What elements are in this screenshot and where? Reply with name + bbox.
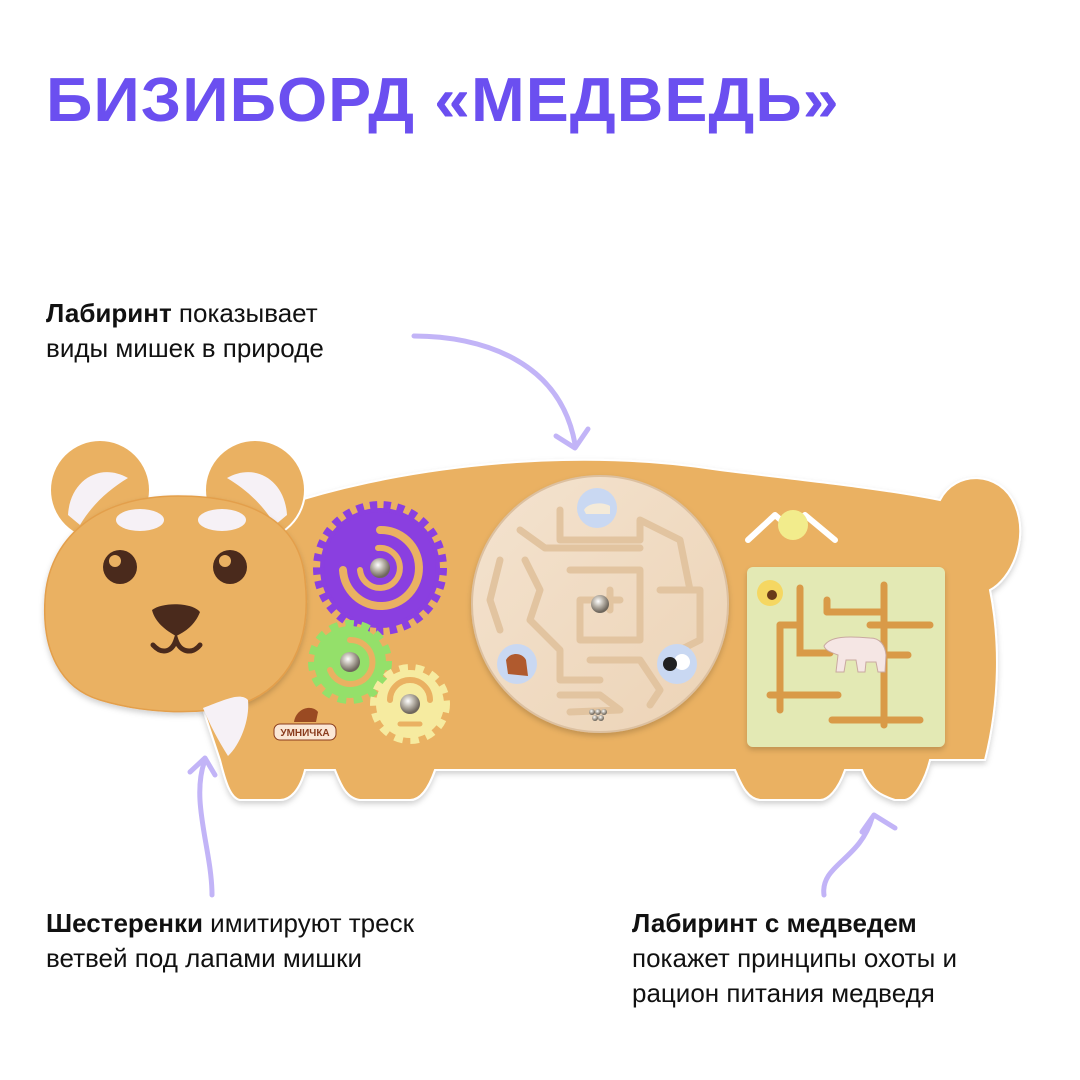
caption-bear-maze-text3: рацион питания медведя xyxy=(632,978,935,1008)
brand-logo: УМНИЧКА xyxy=(273,707,337,741)
polar-bear-figure[interactable] xyxy=(823,636,887,673)
left-eye xyxy=(103,550,137,584)
caption-bear-maze-text2: покажет принципы охоты и xyxy=(632,943,957,973)
metal-balls-icon xyxy=(589,709,607,721)
caption-gears-text1: имитируют треск xyxy=(202,908,414,938)
caption-round-maze: Лабиринт показывает виды мишек в природе xyxy=(46,296,324,366)
bear-head xyxy=(43,439,307,756)
left-eyebrow xyxy=(116,509,164,531)
caption-round-maze-bold: Лабиринт xyxy=(46,298,172,328)
right-eyebrow xyxy=(198,509,246,531)
nose xyxy=(152,604,200,636)
mountain-slider[interactable] xyxy=(745,510,838,543)
arrow-top xyxy=(411,333,591,451)
arrow-left xyxy=(187,755,218,898)
right-eye xyxy=(213,550,247,584)
caption-bear-maze-bold: Лабиринт с медведем xyxy=(632,908,917,938)
gear-green[interactable] xyxy=(308,620,392,704)
round-maze-grooves xyxy=(486,506,704,716)
center-pin xyxy=(591,595,609,613)
arrow-right xyxy=(821,812,898,898)
gear-yellow[interactable] xyxy=(370,664,450,744)
caption-round-maze-text2: виды мишек в природе xyxy=(46,333,324,363)
mouth xyxy=(150,632,203,654)
square-maze-items xyxy=(757,580,887,673)
caption-round-maze-text1: показывает xyxy=(171,298,318,328)
round-maze-animals xyxy=(497,488,697,721)
page-title: БИЗИБОРД «МЕДВЕДЬ» xyxy=(46,66,840,135)
svg-text:УМНИЧКА: УМНИЧКА xyxy=(280,728,329,739)
left-ear-inner xyxy=(68,472,128,525)
caption-bear-maze: Лабиринт с медведем покажет принципы охо… xyxy=(632,906,957,1011)
right-ear-inner xyxy=(227,472,287,525)
paw-patch xyxy=(203,696,249,756)
caption-gears: Шестеренки имитируют треск ветвей под ла… xyxy=(46,906,414,976)
gear-purple[interactable] xyxy=(313,501,447,635)
caption-gears-text2: ветвей под лапами мишки xyxy=(46,943,363,973)
caption-gears-bold: Шестеренки xyxy=(46,908,203,938)
